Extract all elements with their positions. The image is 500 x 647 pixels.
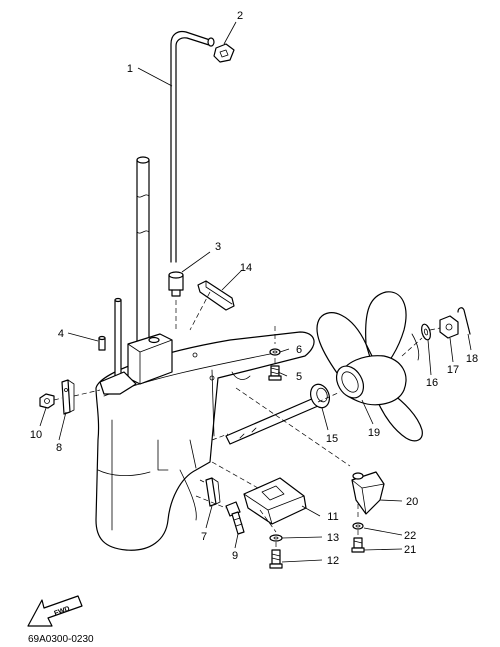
propeller-19 [316, 291, 423, 442]
drive-shaft [136, 156, 150, 361]
callout-19: 19 [368, 427, 380, 439]
callout-10: 10 [30, 429, 42, 441]
shift-rod [114, 297, 122, 379]
callout-15: 15 [326, 433, 338, 445]
nut-17 [439, 315, 459, 339]
anode-11 [243, 477, 307, 525]
callout-7: 7 [201, 531, 207, 543]
bolt-21 [351, 537, 365, 553]
callout-16: 16 [426, 377, 438, 389]
callout-5: 5 [296, 371, 302, 383]
callout-12: 12 [327, 555, 339, 567]
callout-18: 18 [466, 353, 478, 365]
cotter-pin-18 [457, 307, 471, 335]
washer-16 [421, 323, 431, 341]
dowel-pin-4 [98, 335, 106, 351]
callout-22: 22 [404, 530, 416, 542]
callout-17: 17 [447, 364, 459, 376]
leader-lines [39, 21, 472, 563]
callout-14: 14 [240, 262, 252, 274]
grommet-2 [213, 43, 235, 63]
washer-13 [269, 534, 283, 542]
plate-14 [197, 280, 235, 311]
pump-housing [99, 333, 173, 395]
bolt-12 [269, 549, 283, 569]
callout-2: 2 [237, 10, 243, 22]
bolt-5 [268, 365, 282, 381]
washer-22 [352, 522, 364, 530]
callout-21: 21 [404, 544, 416, 556]
callout-9: 9 [232, 550, 238, 562]
fwd-arrow-icon: FWD [27, 595, 83, 627]
callout-8: 8 [56, 442, 62, 454]
seal-3 [168, 271, 184, 297]
propeller-shaft [225, 397, 319, 445]
assembly-lines [53, 291, 441, 548]
clip-8 [61, 379, 75, 415]
callout-3: 3 [215, 241, 221, 253]
callout-6: 6 [296, 344, 302, 356]
callout-13: 13 [327, 532, 339, 544]
callout-11: 11 [327, 511, 338, 523]
callout-numbers: 1 2 3 4 5 6 7 8 9 10 11 12 13 14 15 16 1… [30, 10, 478, 567]
diagram-code: 69A0300-0230 [28, 634, 94, 645]
spacer-15 [309, 383, 331, 409]
callout-4: 4 [58, 328, 64, 340]
callout-1: 1 [127, 63, 133, 75]
clip-7 [205, 477, 221, 507]
nut-10 [39, 393, 55, 409]
bolt-9 [225, 501, 245, 535]
washer-6 [269, 348, 281, 356]
callout-20: 20 [406, 496, 418, 508]
water-tube [170, 30, 215, 263]
trim-tab-20 [351, 471, 385, 515]
